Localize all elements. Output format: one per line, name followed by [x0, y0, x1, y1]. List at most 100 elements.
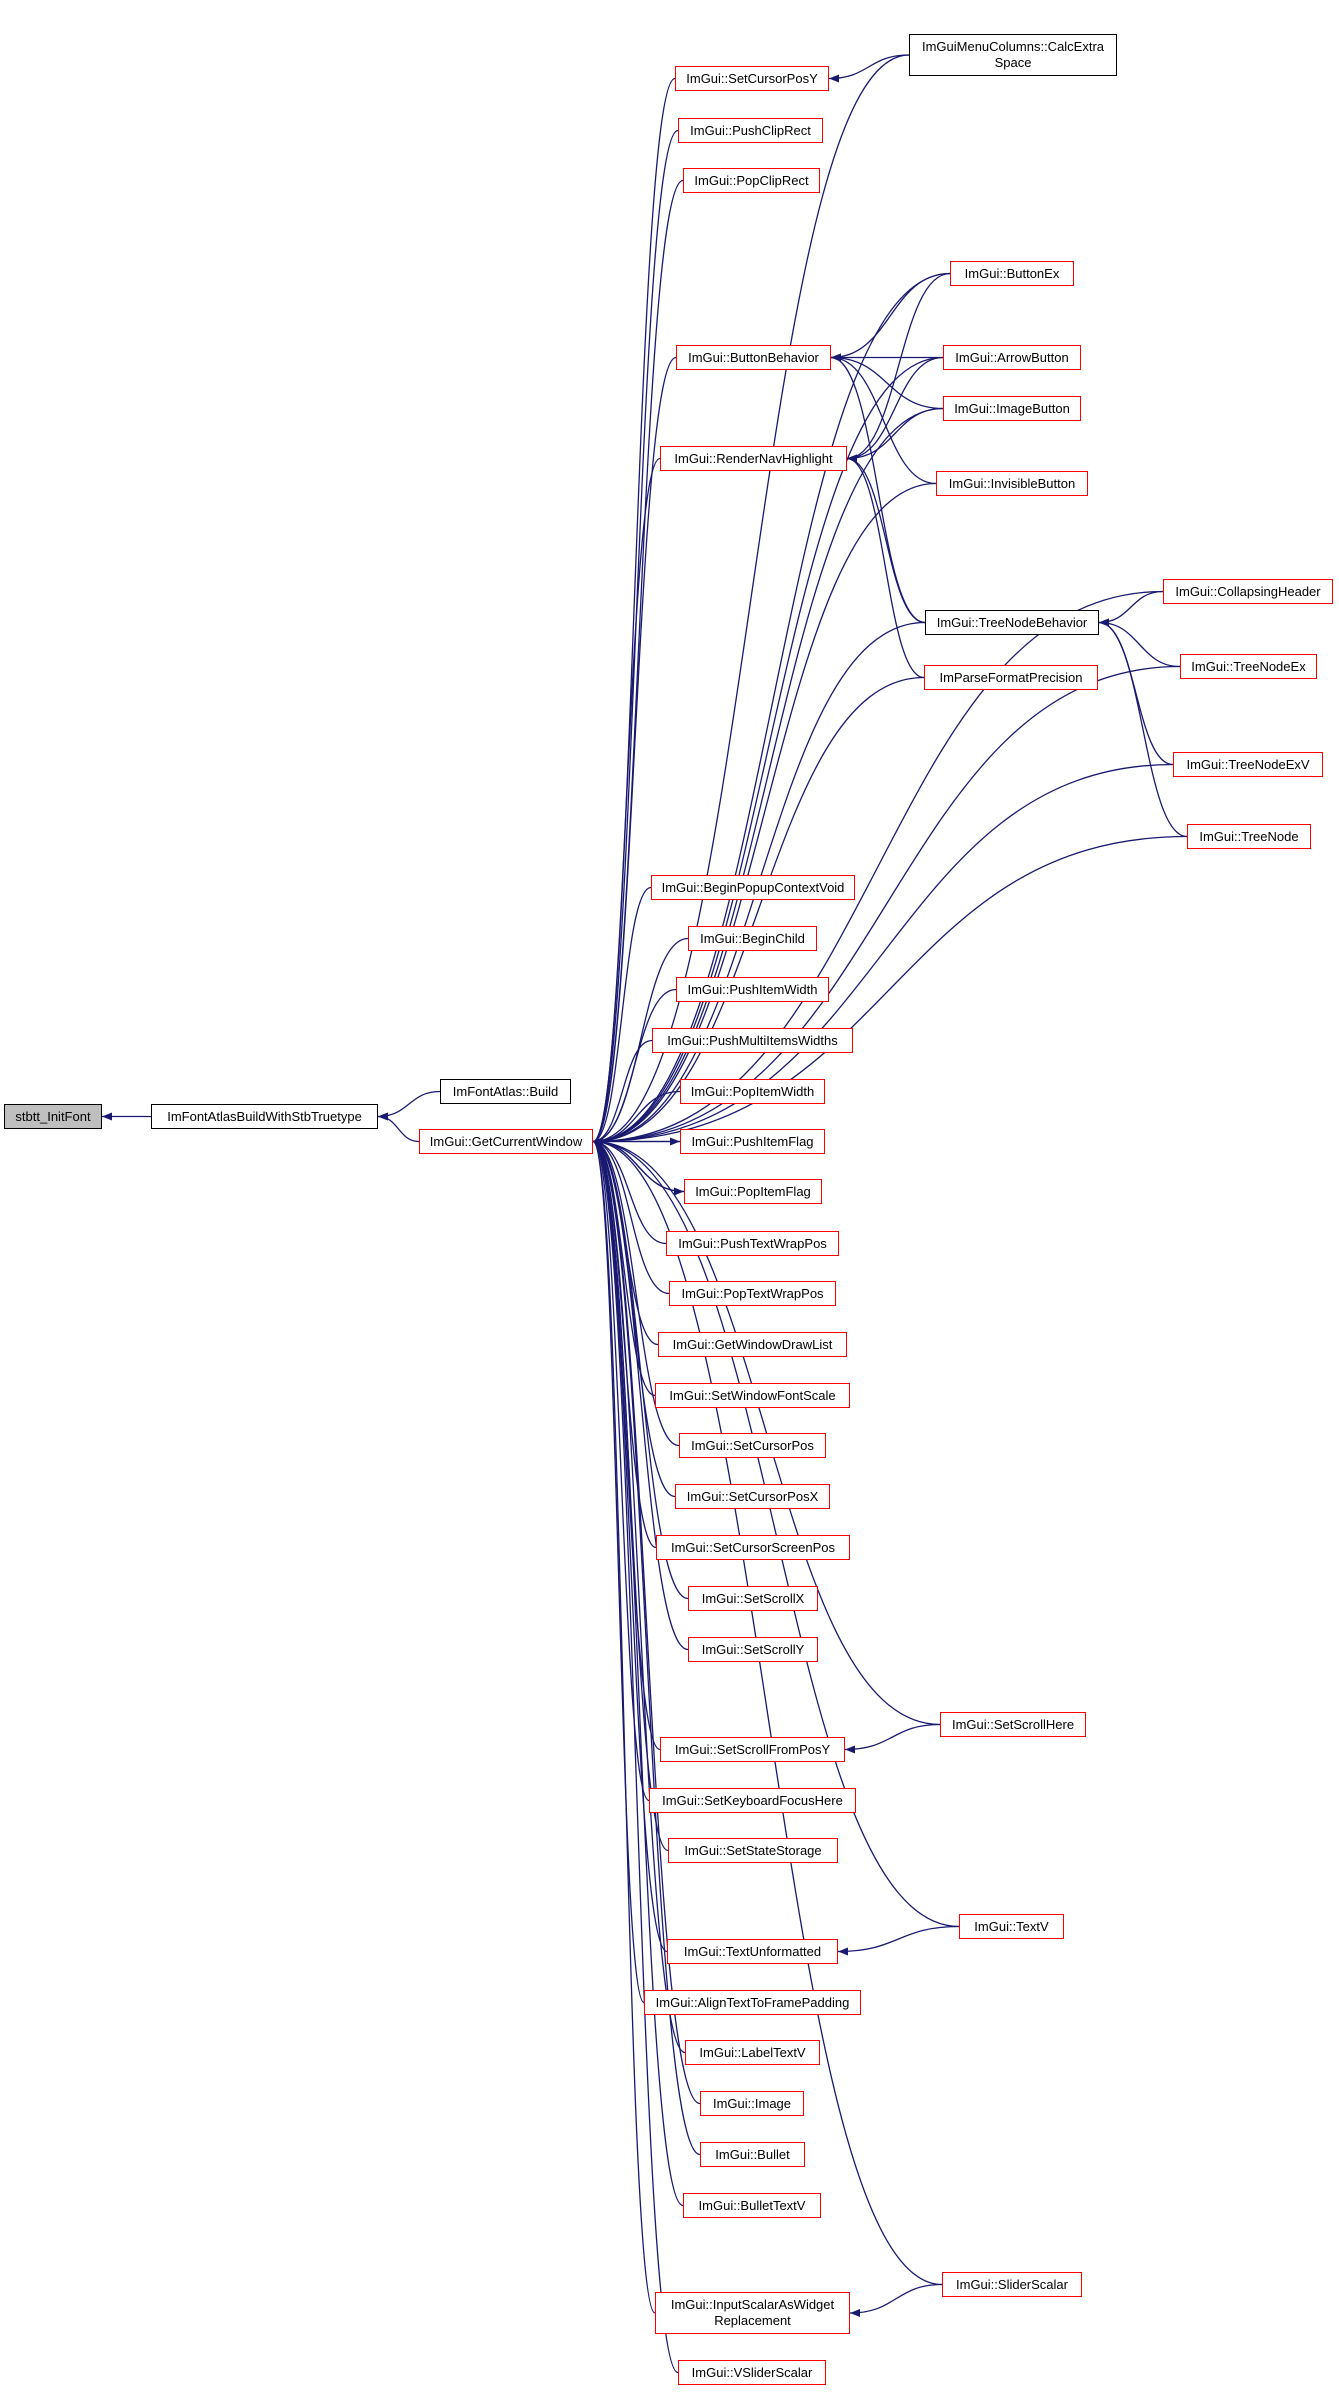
edge-tree_node-to-get_current_window	[592, 835, 1188, 1146]
edge-tree_node_ex_v-to-get_current_window	[592, 763, 1174, 1146]
node-invisible-button[interactable]: ImGui::InvisibleButton	[936, 471, 1088, 496]
edge-set_scroll_here-to-set_scroll_from_pos_y	[844, 1723, 941, 1754]
edge-pop_text_wrap_pos-to-get_current_window	[592, 1137, 670, 1295]
edge-label_text_v-to-get_current_window	[592, 1137, 686, 2054]
edge-set_cursor_pos_y-to-get_current_window	[592, 77, 676, 1146]
node-v-slider-scalar[interactable]: ImGui::VSliderScalar	[678, 2360, 826, 2385]
edge-image_button-to-render_nav_highlight	[846, 407, 944, 463]
node-set-state-storage[interactable]: ImGui::SetStateStorage	[668, 1838, 838, 1863]
edge-set_scroll_y-to-get_current_window	[592, 1137, 689, 1651]
node-imfontatlas-build-with-stb-truetype[interactable]: ImFontAtlasBuildWithStbTruetype	[151, 1104, 378, 1129]
edge-button_ex-to-button_behavior	[830, 272, 951, 362]
node-image[interactable]: ImGui::Image	[700, 2091, 804, 2116]
node-set-cursor-pos-x[interactable]: ImGui::SetCursorPosX	[675, 1484, 830, 1509]
node-stbtt-initfont: stbtt_InitFont	[4, 1104, 102, 1129]
edge-slider_scalar-to-get_current_window	[592, 1137, 943, 2286]
node-button-ex[interactable]: ImGui::ButtonEx	[950, 261, 1074, 286]
node-tree-node-ex-v[interactable]: ImGui::TreeNodeExV	[1173, 752, 1323, 777]
edge-set_scroll_x-to-get_current_window	[592, 1137, 689, 1600]
node-set-scroll-from-pos-y[interactable]: ImGui::SetScrollFromPosY	[660, 1737, 845, 1762]
node-set-cursor-screen-pos[interactable]: ImGui::SetCursorScreenPos	[656, 1535, 850, 1560]
node-tree-node-behavior[interactable]: ImGui::TreeNodeBehavior	[925, 610, 1099, 635]
node-tree-node[interactable]: ImGui::TreeNode	[1187, 824, 1311, 849]
edge-arrow_button-to-get_current_window	[592, 356, 944, 1146]
edge-bullet-to-get_current_window	[592, 1137, 701, 2156]
edge-atlas_build-to-build_stb	[377, 1090, 441, 1121]
edge-tree_node_ex-to-tree_node_behavior	[1098, 618, 1181, 668]
edge-slider_scalar-to-input_scalar_as_widget_replacement	[849, 2283, 943, 2317]
edge-invisible_button-to-button_behavior	[830, 353, 937, 485]
node-begin-child[interactable]: ImGui::BeginChild	[688, 926, 817, 951]
edge-tree_node_ex_v-to-tree_node_behavior	[1098, 618, 1174, 766]
edge-set_cursor_pos-to-get_current_window	[592, 1137, 680, 1447]
node-label-text-v[interactable]: ImGui::LabelTextV	[685, 2040, 820, 2065]
node-pop-text-wrap-pos[interactable]: ImGui::PopTextWrapPos	[669, 1281, 836, 1306]
edge-input_scalar_as_widget_replacement-to-get_current_window	[592, 1137, 656, 2314]
edge-render_nav_highlight-to-get_current_window	[592, 457, 661, 1146]
node-imfontatlas-build[interactable]: ImFontAtlas::Build	[440, 1079, 571, 1104]
node-im-parse-format-precision[interactable]: ImParseFormatPrecision	[924, 665, 1098, 690]
node-push-clip-rect[interactable]: ImGui::PushClipRect	[678, 118, 823, 143]
edge-set_window_font_scale-to-get_current_window	[592, 1137, 656, 1397]
edge-image_button-to-button_behavior	[830, 353, 944, 410]
node-pop-item-flag[interactable]: ImGui::PopItemFlag	[684, 1179, 822, 1204]
edge-calc_extra_space-to-get_current_window	[592, 54, 910, 1146]
node-text-unformatted[interactable]: ImGui::TextUnformatted	[667, 1939, 838, 1964]
node-push-multi-items-widths[interactable]: ImGui::PushMultiItemsWidths	[652, 1028, 853, 1053]
edge-invisible_button-to-get_current_window	[592, 482, 937, 1146]
node-begin-popup-context-void[interactable]: ImGui::BeginPopupContextVoid	[651, 875, 855, 900]
edge-pop_clip_rect-to-get_current_window	[592, 179, 684, 1146]
node-bullet-text-v[interactable]: ImGui::BulletTextV	[683, 2193, 821, 2218]
edge-tree_node_behavior-to-button_behavior	[830, 353, 926, 624]
node-input-scalar-as-widget-replacement[interactable]: ImGui::InputScalarAsWidget Replacement	[655, 2292, 850, 2334]
edge-pop_item_width-to-get_current_window	[592, 1090, 681, 1146]
node-slider-scalar[interactable]: ImGui::SliderScalar	[942, 2272, 1082, 2297]
edge-button_behavior-to-get_current_window	[592, 356, 677, 1146]
edge-image_button-to-get_current_window	[592, 407, 944, 1146]
edge-bullet_text_v-to-get_current_window	[592, 1137, 684, 2207]
node-push-item-flag[interactable]: ImGui::PushItemFlag	[680, 1129, 825, 1154]
node-push-text-wrap-pos[interactable]: ImGui::PushTextWrapPos	[666, 1231, 839, 1256]
edge-push_text_wrap_pos-to-get_current_window	[592, 1137, 667, 1245]
edge-get_current_window-to-build_stb	[377, 1112, 420, 1143]
node-button-behavior[interactable]: ImGui::ButtonBehavior	[676, 345, 831, 370]
edge-calc_extra_space-to-set_cursor_pos_y	[828, 54, 910, 83]
node-pop-clip-rect[interactable]: ImGui::PopClipRect	[683, 168, 820, 193]
edge-button_ex-to-get_current_window	[592, 272, 951, 1146]
edge-set_keyboard_focus_here-to-get_current_window	[592, 1137, 650, 1802]
node-render-nav-highlight[interactable]: ImGui::RenderNavHighlight	[660, 446, 847, 471]
node-collapsing-header[interactable]: ImGui::CollapsingHeader	[1163, 579, 1333, 604]
edge-push_item_width-to-get_current_window	[592, 988, 677, 1146]
node-tree-node-ex[interactable]: ImGui::TreeNodeEx	[1180, 654, 1317, 679]
edge-arrow_button-to-render_nav_highlight	[846, 356, 944, 463]
node-set-scroll-x[interactable]: ImGui::SetScrollX	[688, 1586, 818, 1611]
node-bullet[interactable]: ImGui::Bullet	[700, 2142, 805, 2167]
node-calc-extra-space[interactable]: ImGuiMenuColumns::CalcExtra Space	[909, 34, 1117, 76]
edge-collapsing_header-to-tree_node_behavior	[1098, 590, 1164, 627]
node-set-keyboard-focus-here[interactable]: ImGui::SetKeyboardFocusHere	[649, 1788, 856, 1813]
node-align-text-to-frame-padding[interactable]: ImGui::AlignTextToFramePadding	[644, 1990, 861, 2015]
edge-begin_popup_context_void-to-get_current_window	[592, 886, 652, 1146]
node-set-cursor-pos-y[interactable]: ImGui::SetCursorPosY	[675, 66, 829, 91]
node-push-item-width[interactable]: ImGui::PushItemWidth	[676, 977, 829, 1002]
node-arrow-button[interactable]: ImGui::ArrowButton	[943, 345, 1081, 370]
edge-parse_format_precision-to-get_current_window	[592, 676, 925, 1146]
edge-parse_format_precision-to-render_nav_highlight	[846, 454, 925, 679]
edge-push_multi_items_widths-to-get_current_window	[592, 1039, 653, 1146]
node-pop-item-width[interactable]: ImGui::PopItemWidth	[680, 1079, 825, 1104]
edge-button_ex-to-render_nav_highlight	[846, 272, 951, 463]
node-get-window-draw-list[interactable]: ImGui::GetWindowDrawList	[658, 1332, 847, 1357]
edge-tree_node_ex-to-get_current_window	[592, 665, 1181, 1146]
node-set-window-font-scale[interactable]: ImGui::SetWindowFontScale	[655, 1383, 850, 1408]
node-set-cursor-pos[interactable]: ImGui::SetCursorPos	[679, 1433, 826, 1458]
node-text-v[interactable]: ImGui::TextV	[959, 1914, 1064, 1939]
edge-text_v-to-text_unformatted	[837, 1925, 960, 1956]
edge-text_v-to-get_current_window	[592, 1137, 960, 1928]
edge-text_unformatted-to-get_current_window	[592, 1137, 668, 1953]
node-image-button[interactable]: ImGui::ImageButton	[943, 396, 1081, 421]
node-get-current-window[interactable]: ImGui::GetCurrentWindow	[419, 1129, 593, 1154]
node-set-scroll-here[interactable]: ImGui::SetScrollHere	[940, 1712, 1086, 1737]
node-set-scroll-y[interactable]: ImGui::SetScrollY	[688, 1637, 818, 1662]
